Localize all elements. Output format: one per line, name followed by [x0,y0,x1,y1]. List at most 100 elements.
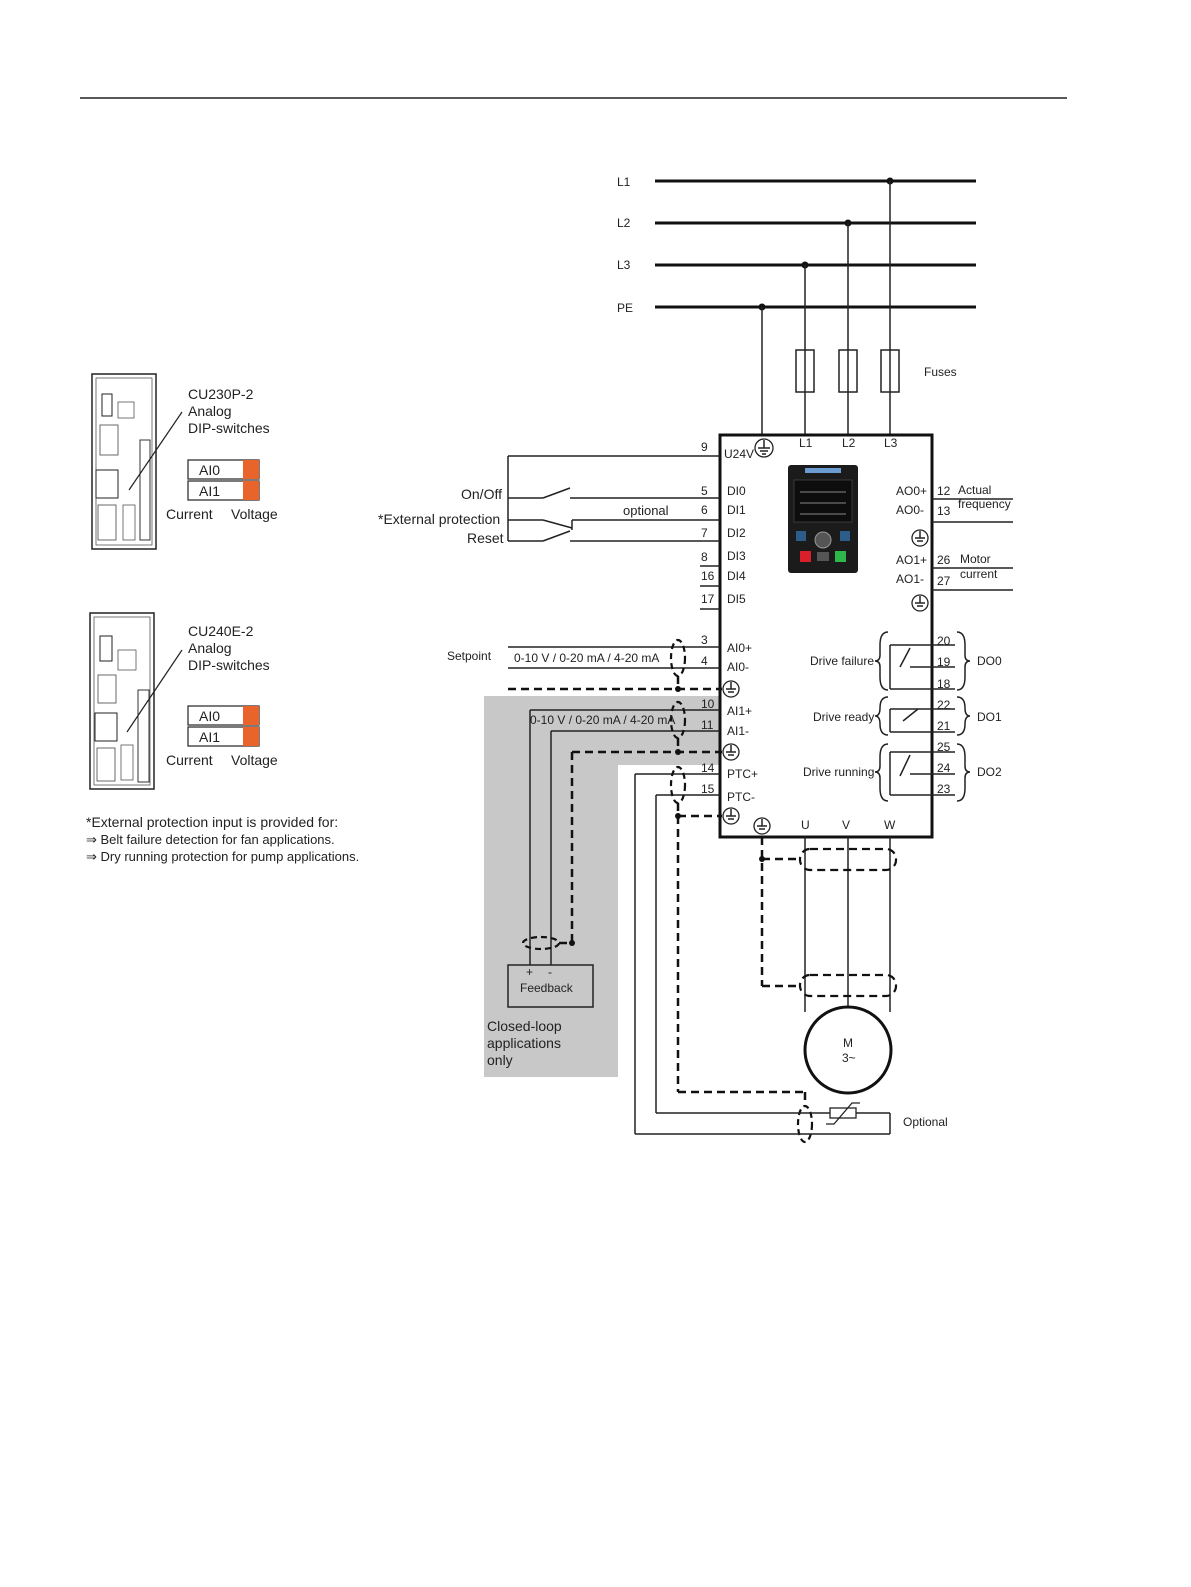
relay-term-25: 25 [937,740,951,754]
bottom-terminal-v: V [842,818,850,832]
cu240-subtitle1: Analog [188,640,232,656]
cu230-subtitle2: DIP-switches [188,420,270,436]
label-optional-ptc: Optional [903,1115,948,1129]
analog-outputs: AO0+ AO0- AO1+ AO1- 12 13 26 27 Actual f… [896,483,1013,591]
ao0p-name: AO0+ [896,484,927,498]
thermistor-icon [826,1102,860,1125]
mains-label-l2: L2 [617,216,631,230]
term-13: 13 [937,504,951,518]
motor-icon: M 3~ [803,1005,893,1095]
top-terminal-l3: L3 [884,436,898,450]
note-item1: ⇒ Belt failure detection for fan applica… [86,832,335,847]
motor-m: M [843,1036,853,1050]
term-name-ai1p: AI1+ [727,704,752,718]
relay-term-23: 23 [937,782,951,796]
label-range-ai1: 0-10 V / 0-20 mA / 4-20 mA [530,713,675,727]
ground-icon [722,743,740,761]
closed-loop-shade [484,696,720,1077]
cu230-ai1: AI1 [199,483,220,499]
label-setpoint: Setpoint [447,649,492,663]
term-name-di1: DI1 [727,503,746,517]
ground-icon [722,680,740,698]
term-num-16: 16 [701,569,715,583]
ao1p-name: AO1+ [896,553,927,567]
term-name-ai1m: AI1- [727,724,749,738]
pe-ground-icon [754,438,774,458]
cu230-title: CU230P-2 [188,386,254,402]
label-motor: Motor [960,552,991,566]
cu230-voltage: Voltage [231,506,278,522]
cu240-ai1: AI1 [199,729,220,745]
feedback-plus: + [526,965,533,979]
term-name-ptcp: PTC+ [727,767,758,781]
cu240-dip-switches [187,705,260,747]
ground-icon [753,817,771,835]
feedback-minus: - [548,965,552,979]
term-name-ptcm: PTC- [727,790,755,804]
label-current: current [960,567,998,581]
mains-lines: L1 L2 L3 PE [617,175,976,440]
operator-panel-icon [788,465,858,573]
label-frequency: frequency [958,497,1011,511]
left-terminals: 9 U24V 5 DI0 6 DI1 7 DI2 8 DI3 16 DI4 17… [701,440,758,804]
label-range-ai0: 0-10 V / 0-20 mA / 4-20 mA [514,651,659,665]
digital-input-wiring [507,455,720,610]
term-num-9: 9 [701,440,708,454]
term-name-di0: DI0 [727,484,746,498]
motor-phase: 3~ [842,1051,856,1065]
term-name-di4: DI4 [727,569,746,583]
term-num-11: 11 [701,718,714,732]
term-num-6: 6 [701,503,708,517]
term-num-7: 7 [701,526,708,540]
cu230-subtitle1: Analog [188,403,232,419]
term-12: 12 [937,484,951,498]
motor-wiring [759,837,898,1012]
closed-loop-line3: only [487,1052,513,1068]
term-num-5: 5 [701,484,708,498]
ground-icon [911,529,929,547]
cu240-voltage: Voltage [231,752,278,768]
relay-term-19: 19 [937,655,951,669]
fuses-label: Fuses [924,365,957,379]
term-num-14: 14 [701,761,715,775]
relay-out-do0: DO0 [977,654,1002,668]
ao0m-name: AO0- [896,503,924,517]
mains-label-pe: PE [617,301,633,315]
top-terminal-l1: L1 [799,436,813,450]
label-actual: Actual [958,483,991,497]
closed-loop-line1: Closed-loop [487,1018,562,1034]
note-title: *External protection input is provided f… [86,814,338,830]
bottom-terminal-u: U [801,818,810,832]
ground-icon [911,594,929,612]
label-onoff: On/Off [461,486,502,502]
fuses: Fuses [795,349,957,393]
relay-term-22: 22 [937,698,951,712]
term-name-ai0p: AI0+ [727,641,752,655]
relay-term-18: 18 [937,677,951,691]
cu240-current: Current [166,752,213,768]
term-27: 27 [937,574,951,588]
cu240-ai0: AI0 [199,708,220,724]
label-ext-protection: *External protection [378,511,500,527]
mains-label-l1: L1 [617,175,631,189]
feedback-label: Feedback [520,981,574,995]
relay-term-24: 24 [937,761,951,775]
cu240-board-icon [89,612,183,790]
term-name-ai0m: AI0- [727,660,749,674]
term-num-3: 3 [701,633,708,647]
mains-label-l3: L3 [617,258,631,272]
term-name-di2: DI2 [727,526,746,540]
relay-out-do1: DO1 [977,710,1002,724]
term-num-15: 15 [701,782,715,796]
cu240-title: CU240E-2 [188,623,254,639]
ground-icon [722,807,740,825]
relay-out-do2: DO2 [977,765,1002,779]
relay-term-21: 21 [937,719,951,733]
term-name-di3: DI3 [727,549,746,563]
cu240-subtitle2: DIP-switches [188,657,270,673]
feedback-wiring [521,700,722,965]
term-num-10: 10 [701,697,715,711]
term-name-u24v: U24V [724,447,754,461]
closed-loop-line2: applications [487,1035,561,1051]
